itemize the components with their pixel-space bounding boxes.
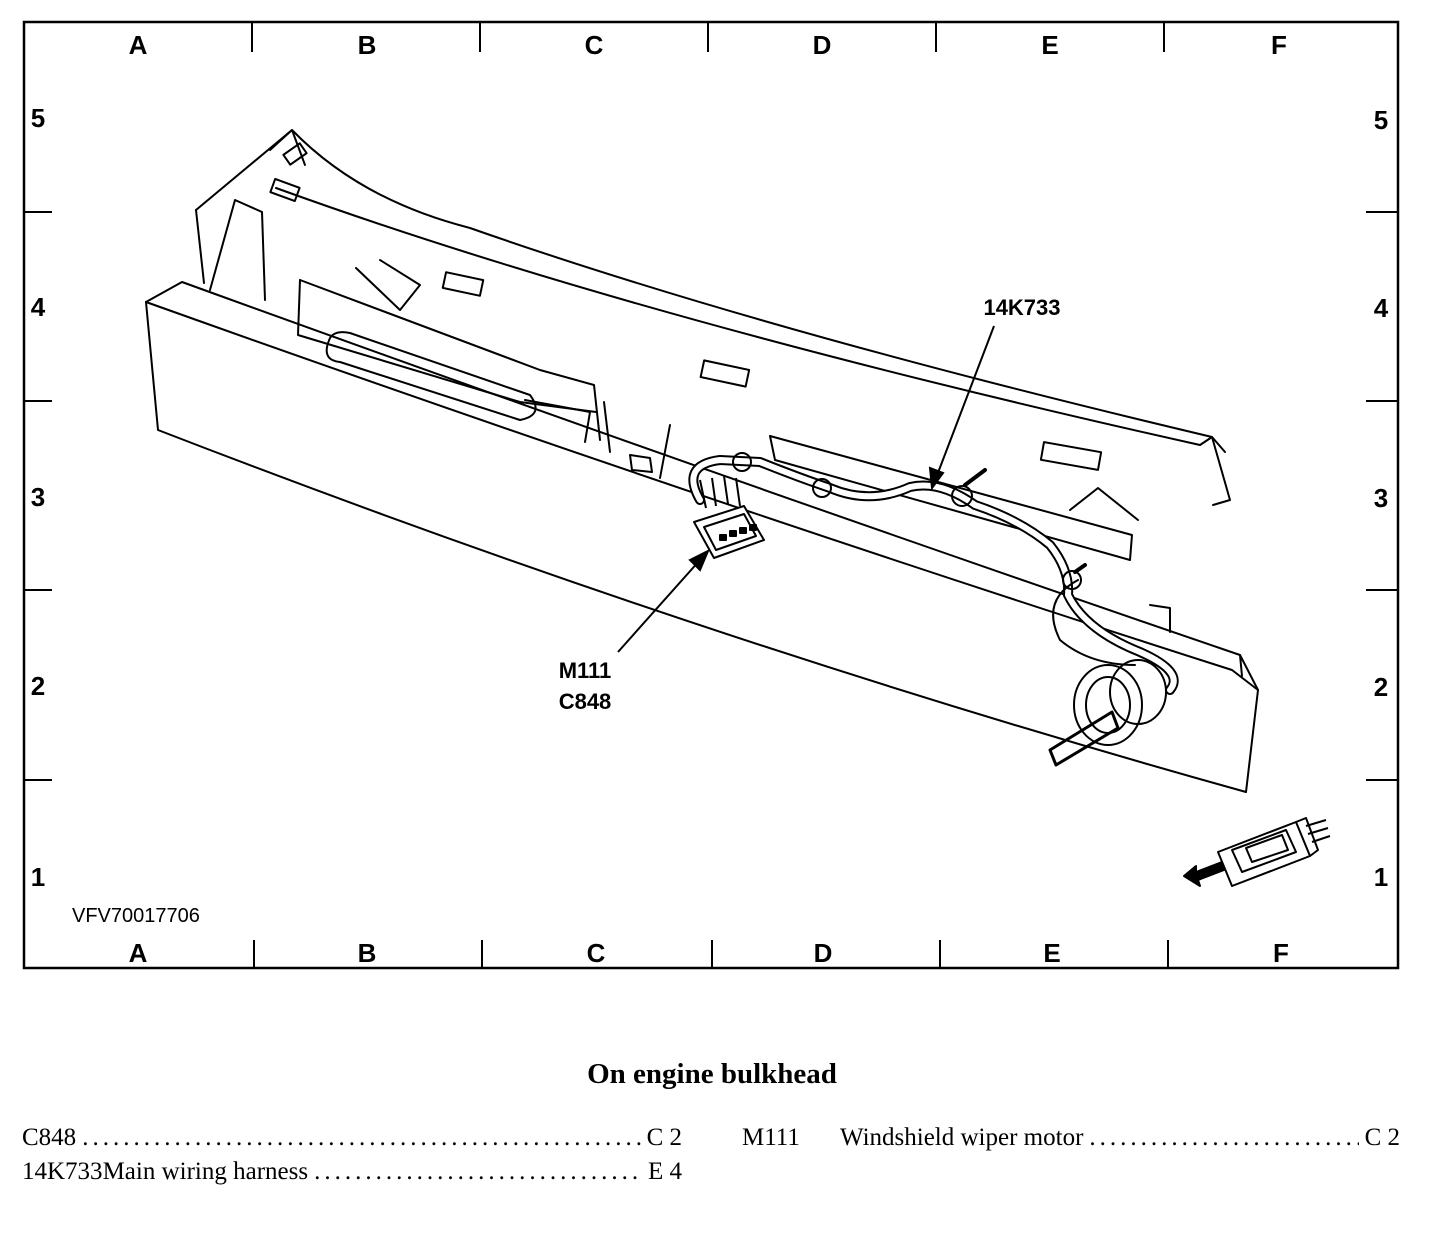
col-label-bottom-c: C: [587, 938, 606, 968]
row-label-right-5: 5: [1374, 105, 1388, 135]
wiring-location-diagram: A B C D E F A B C D E F 5 4 3 2 1 5 4 3 …: [22, 20, 1400, 970]
callout-label-c848: C848: [559, 689, 612, 714]
wiring-harness-14K733: [688, 452, 1179, 695]
col-label-bottom-f: F: [1273, 938, 1289, 968]
row-label-right-3: 3: [1374, 483, 1388, 513]
left-row-dividers: [24, 211, 52, 781]
diagram-caption: On engine bulkhead: [587, 1058, 837, 1090]
legend-code: M111: [742, 1124, 800, 1151]
top-column-dividers: [251, 22, 1165, 52]
legend-location: C 2: [646, 1124, 682, 1151]
col-label-bottom-d: D: [814, 938, 833, 968]
legend-location: E 4: [647, 1158, 682, 1185]
col-label-top-f: F: [1271, 30, 1287, 60]
row-label-left-4: 4: [31, 292, 46, 322]
callout-label-m111: M111: [559, 658, 612, 683]
view-direction-icon: [1183, 817, 1331, 887]
col-label-top-a: A: [129, 30, 148, 60]
callout-leader-m111-c848: [617, 548, 710, 653]
legend-leader-dots: ........................................…: [314, 1158, 642, 1185]
col-label-bottom-b: B: [358, 938, 377, 968]
legend-row-14K733: 14K733 Main wiring harness .............…: [22, 1158, 682, 1186]
legend-code: 14K733: [22, 1158, 103, 1185]
legend-row-c848: C848 ...................................…: [22, 1124, 682, 1152]
col-label-top-b: B: [358, 30, 377, 60]
callout-leader-14K733: [928, 325, 995, 491]
legend-description: Main wiring harness: [102, 1158, 309, 1185]
legend-row-m111: M111 Windshield wiper motor ............…: [742, 1124, 1400, 1152]
col-label-bottom-e: E: [1043, 938, 1060, 968]
col-label-top-e: E: [1041, 30, 1058, 60]
row-label-left-5: 5: [31, 103, 45, 133]
diagram-frame: [22, 20, 1400, 970]
figure-id: VFV70017706: [72, 905, 200, 927]
row-label-right-4: 4: [1374, 293, 1389, 323]
row-label-left-3: 3: [31, 482, 45, 512]
connector-c848: [693, 475, 765, 559]
col-label-top-c: C: [585, 30, 604, 60]
bottom-column-dividers: [253, 940, 1169, 968]
col-label-top-d: D: [813, 30, 832, 60]
legend-code: C848: [22, 1124, 77, 1151]
legend-leader-dots: ........................................…: [1089, 1124, 1358, 1151]
right-row-dividers: [1366, 211, 1398, 781]
legend-description: Windshield wiper motor: [840, 1124, 1084, 1151]
row-label-left-2: 2: [31, 671, 45, 701]
legend-leader-dots: ........................................…: [82, 1124, 640, 1151]
row-label-right-2: 2: [1374, 672, 1388, 702]
col-label-bottom-a: A: [129, 938, 148, 968]
bulkhead-illustration: [145, 129, 1259, 793]
callout-label-14K733: 14K733: [983, 295, 1060, 320]
legend-location: C 2: [1364, 1124, 1400, 1151]
row-label-right-1: 1: [1374, 862, 1388, 892]
row-label-left-1: 1: [31, 862, 45, 892]
